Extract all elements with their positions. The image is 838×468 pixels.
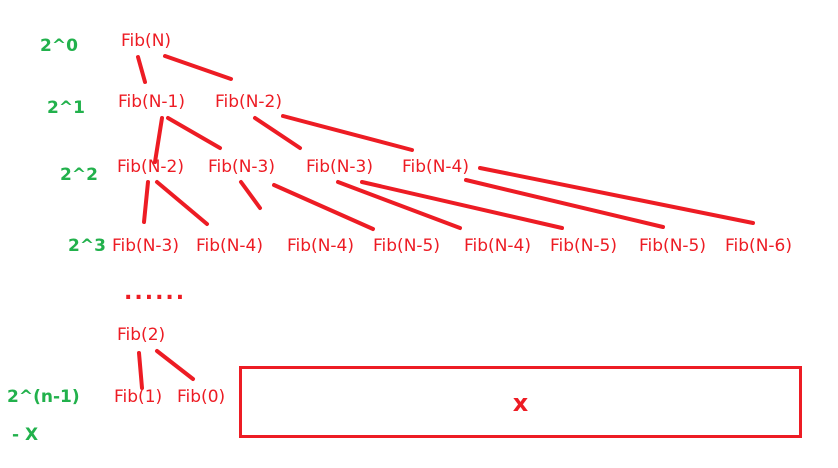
- node-r3-7: Fib(N-6): [725, 236, 792, 256]
- ellipsis: ......: [124, 280, 187, 305]
- edge-fib2-right: [155, 349, 195, 381]
- missing-nodes-box: x: [239, 366, 802, 438]
- node-r3-2: Fib(N-4): [287, 236, 354, 256]
- edge-n2-right: [281, 114, 414, 152]
- node-r3-5: Fib(N-5): [550, 236, 617, 256]
- node-r2-1: Fib(N-3): [208, 157, 275, 177]
- node-r3-6: Fib(N-5): [639, 236, 706, 256]
- node-root: Fib(N): [121, 31, 172, 51]
- edge-root-left: [136, 55, 147, 84]
- level-label-2-pow-2: 2^2: [60, 165, 98, 185]
- edge-root-right: [163, 54, 233, 81]
- missing-nodes-label: x: [512, 389, 529, 417]
- edge-r2c-right: [360, 180, 564, 230]
- node-fib-2: Fib(2): [117, 325, 166, 345]
- edge-r2c-left: [336, 180, 462, 230]
- edge-r2b-right: [272, 183, 375, 231]
- edge-r2a-right: [155, 180, 209, 226]
- node-r2-3: Fib(N-4): [402, 157, 469, 177]
- level-label-minus-x: - X: [12, 425, 39, 445]
- level-label-2-pow-1: 2^1: [47, 98, 85, 118]
- edge-r2d-left: [464, 178, 665, 229]
- edge-r2d-right: [478, 166, 755, 225]
- node-r1-1: Fib(N-2): [215, 92, 282, 112]
- node-r2-2: Fib(N-3): [306, 157, 373, 177]
- node-r2-0: Fib(N-2): [117, 157, 184, 177]
- node-fib-1: Fib(1): [114, 387, 163, 407]
- level-label-2-pow-0: 2^0: [40, 36, 78, 56]
- edge-n2-left: [253, 116, 302, 150]
- node-fib-0: Fib(0): [177, 387, 226, 407]
- edge-r2b-left: [239, 180, 262, 210]
- edge-n1-right: [166, 116, 222, 150]
- edge-r2a-left: [142, 180, 150, 224]
- node-r3-0: Fib(N-3): [112, 236, 179, 256]
- node-r3-3: Fib(N-5): [373, 236, 440, 256]
- node-r3-1: Fib(N-4): [196, 236, 263, 256]
- node-r1-0: Fib(N-1): [118, 92, 185, 112]
- node-r3-4: Fib(N-4): [464, 236, 531, 256]
- edge-fib2-left: [137, 351, 144, 390]
- level-label-2-pow-n-minus-1: 2^(n-1): [7, 387, 80, 407]
- level-label-2-pow-3: 2^3: [68, 236, 106, 256]
- edge-n1-left: [153, 116, 164, 164]
